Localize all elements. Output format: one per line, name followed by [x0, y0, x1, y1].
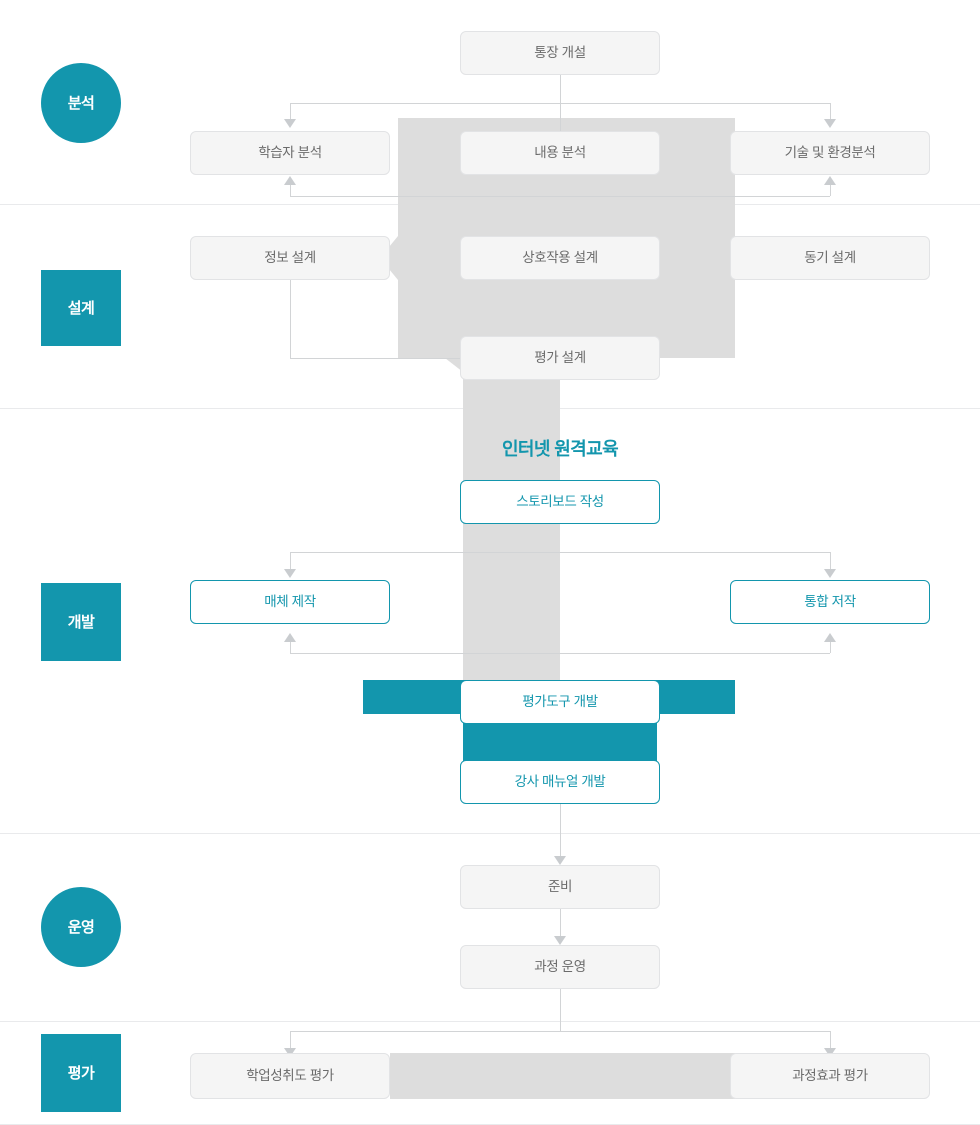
arrow-down-course-effect-eval: [824, 1048, 836, 1057]
connector-media-down: [290, 552, 291, 571]
connector-learner-up: [290, 184, 291, 196]
connector-info-design-right: [290, 358, 460, 359]
connector-learner-down: [290, 103, 291, 122]
connector-info-design-down: [290, 280, 291, 358]
arrow-down-achievement-eval: [284, 1048, 296, 1057]
stage-badge-analysis: 분석: [41, 63, 121, 143]
connector-tech-up: [830, 184, 831, 196]
page-title: 인터넷 원격교육: [501, 439, 619, 459]
pipeline-band-bottom: [390, 1053, 735, 1099]
arrow-up-tech-env-analysis: [824, 176, 836, 185]
arrow-up-integrated-authoring: [824, 633, 836, 642]
stage-label-design: 설계: [67, 299, 95, 317]
stage-badge-operation: 운영: [41, 887, 121, 967]
node-evaluation-design[interactable]: 평가 설계: [460, 336, 660, 380]
connector-course-effect-down: [830, 1031, 831, 1050]
connector-analysis-bus: [290, 103, 830, 104]
node-integrated-authoring[interactable]: 통합 저작: [730, 580, 930, 624]
arrow-up-media-production: [284, 633, 296, 642]
arrow-up-learner-analysis: [284, 176, 296, 185]
connector-dev-bus-top: [290, 552, 830, 553]
node-course-effect-eval[interactable]: 과정효과 평가: [730, 1053, 930, 1099]
arrow-down-media-production: [284, 569, 296, 578]
highlight-bar-manual-link: [463, 716, 657, 765]
connector-course-down: [560, 989, 561, 1031]
connector-authoring-up: [830, 641, 831, 653]
connector-manual-to-prep: [560, 804, 561, 856]
node-content-analysis[interactable]: 내용 분석: [460, 131, 660, 175]
connector-account-down: [560, 75, 561, 135]
stage-label-operation: 운영: [67, 918, 95, 936]
connector-tech-down: [830, 103, 831, 122]
section-divider-development-operation: [0, 833, 980, 834]
connector-evaluation-bus: [290, 1031, 830, 1032]
arrow-down-tech-env-analysis: [824, 119, 836, 128]
node-motivation-design[interactable]: 동기 설계: [730, 236, 930, 280]
connector-authoring-down: [830, 552, 831, 571]
arrow-down-learner-analysis: [284, 119, 296, 128]
arrow-down-integrated-authoring: [824, 569, 836, 578]
node-course-operation[interactable]: 과정 운영: [460, 945, 660, 989]
connector-media-up: [290, 641, 291, 653]
node-account-open[interactable]: 통장 개설: [460, 31, 660, 75]
node-storyboard[interactable]: 스토리보드 작성: [460, 480, 660, 524]
connector-prep-to-course: [560, 909, 561, 936]
connector-analysis-feedback-bus: [290, 196, 830, 197]
arrow-down-preparation: [554, 856, 566, 865]
stage-label-development: 개발: [67, 613, 95, 631]
stage-label-analysis: 분석: [67, 94, 95, 112]
node-media-production[interactable]: 매체 제작: [190, 580, 390, 624]
stage-label-evaluation: 평가: [67, 1064, 95, 1082]
node-instructor-manual[interactable]: 강사 매뉴얼 개발: [460, 760, 660, 804]
section-divider-operation-evaluation: [0, 1021, 980, 1022]
node-learner-analysis[interactable]: 학습자 분석: [190, 131, 390, 175]
node-assessment-tool-dev[interactable]: 평가도구 개발: [460, 680, 660, 724]
arrow-down-course-operation: [554, 936, 566, 945]
node-tech-env-analysis[interactable]: 기술 및 환경분석: [730, 131, 930, 175]
stage-badge-design: 설계: [41, 270, 121, 346]
stage-badge-development: 개발: [41, 583, 121, 661]
node-achievement-eval[interactable]: 학업성취도 평가: [190, 1053, 390, 1099]
node-info-design[interactable]: 정보 설계: [190, 236, 390, 280]
connector-achievement-down: [290, 1031, 291, 1050]
node-interaction-design[interactable]: 상호작용 설계: [460, 236, 660, 280]
node-preparation[interactable]: 준비: [460, 865, 660, 909]
connector-dev-bus-bottom: [290, 653, 830, 654]
stage-badge-evaluation: 평가: [41, 1034, 121, 1112]
